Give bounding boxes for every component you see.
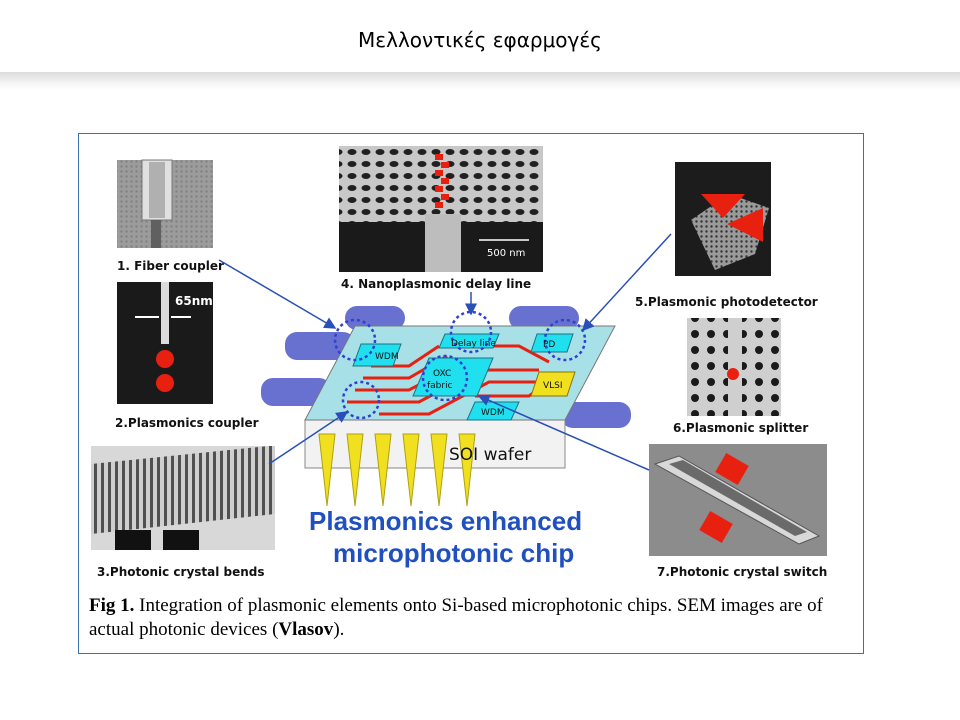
- fiber-coupler-label: 1. Fiber coupler: [117, 259, 224, 273]
- headline-line-2: microphotonic chip: [333, 538, 574, 568]
- chip: [261, 306, 631, 507]
- delay-line-image: [339, 146, 543, 272]
- chip-soi-wafer: SOI wafer: [449, 445, 531, 465]
- chip-vlsi: VLSI: [543, 381, 563, 391]
- scale-500nm: 500 nm: [487, 248, 525, 259]
- chip-oxc: OXC: [433, 369, 451, 379]
- fiber-coupler-image: [117, 159, 213, 248]
- fiber-left-bottom: [261, 378, 331, 406]
- figure-diagram: 1. Fiber coupler 65nm 2.Plasmonics coupl…: [91, 146, 827, 579]
- caption-author: Vlasov: [278, 619, 334, 640]
- fiber-top-left: [345, 306, 405, 330]
- photodetector-label: 5.Plasmonic photodetector: [635, 295, 818, 309]
- photodetector-image: [675, 162, 771, 276]
- crystal-bends-label: 3.Photonic crystal bends: [97, 565, 265, 579]
- crystal-switch-image: [649, 444, 827, 556]
- photonic-crystal-bends-image: [91, 446, 275, 550]
- chip-wdm-bottom: WDM: [481, 408, 505, 418]
- scale-65nm: 65nm: [175, 294, 213, 308]
- caption-tail: ).: [333, 619, 345, 640]
- caption-lead: Fig 1.: [89, 595, 135, 616]
- callout-arrows: [218, 233, 672, 471]
- chip-delay-line: Delay line: [451, 339, 496, 349]
- delay-line-label: 4. Nanoplasmonic delay line: [341, 277, 531, 291]
- fiber-right: [561, 402, 631, 428]
- plasmonics-coupler-image: [117, 282, 213, 404]
- chip-wdm-top: WDM: [375, 352, 399, 362]
- splitter-image: [687, 318, 781, 416]
- figure-caption: Fig 1. Integration of plasmonic elements…: [89, 594, 849, 642]
- headline-line-1: Plasmonics enhanced: [309, 506, 582, 536]
- splitter-label: 6.Plasmonic splitter: [673, 421, 808, 435]
- crystal-switch-label: 7.Photonic crystal switch: [657, 565, 827, 579]
- chip-pd: PD: [543, 340, 555, 350]
- fiber-top-right: [509, 306, 579, 330]
- slide-title: Μελλοντικές εφαρμογές: [358, 28, 602, 52]
- plasmonics-coupler-label: 2.Plasmonics coupler: [115, 416, 259, 430]
- figure-frame: 1. Fiber coupler 65nm 2.Plasmonics coupl…: [78, 133, 864, 654]
- caption-text: Integration of plasmonic elements onto S…: [89, 595, 823, 640]
- chip-fabric: fabric: [427, 381, 453, 391]
- title-bar-shadow: [0, 72, 960, 90]
- fiber-left-top: [285, 332, 355, 360]
